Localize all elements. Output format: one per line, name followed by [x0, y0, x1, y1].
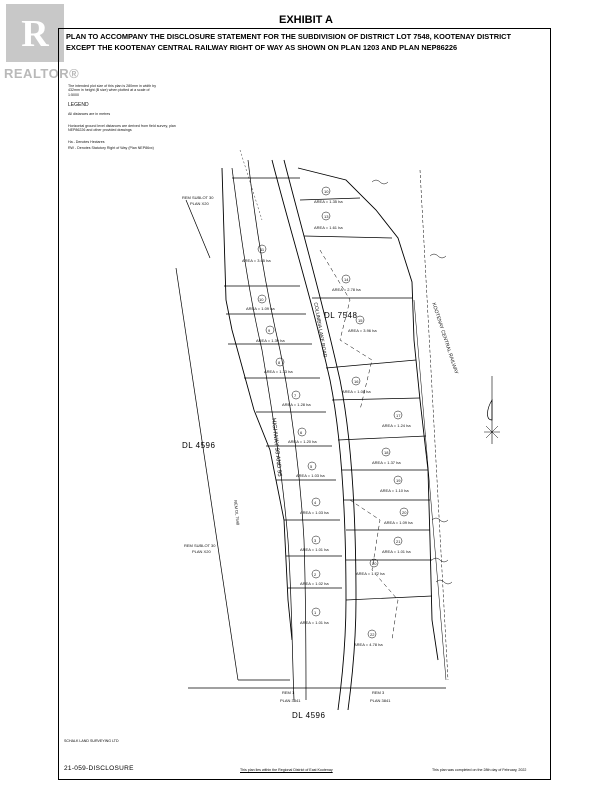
file-name: 21-059-DISCLOSURE	[64, 765, 134, 772]
scale-note: The intended plot size of this plan is 2…	[68, 84, 157, 97]
lot-number: 3	[314, 538, 317, 543]
lot-number: 6	[300, 430, 303, 435]
plan-title: PLAN TO ACCOMPANY THE DISCLOSURE STATEME…	[66, 32, 511, 52]
rem1-plan-label: PLAN 3841	[280, 698, 301, 703]
lot-area: AREA = 1.39 ha	[256, 338, 285, 343]
lot-area: AREA = 1.10 ha	[380, 488, 409, 493]
lot-number: 1	[314, 610, 317, 615]
exhibit-title: EXHIBIT A	[279, 14, 333, 26]
lot-number: 4	[314, 500, 317, 505]
district-note: This plan lies within the Regional Distr…	[240, 768, 333, 772]
lot-number: 9	[268, 328, 271, 333]
lot-area: AREA = 3.96 ha	[348, 328, 377, 333]
lot-area: AREA = 1.37 ha	[372, 460, 401, 465]
lot-number: 21	[396, 539, 401, 544]
lot-area: AREA = 2.78 ha	[332, 287, 361, 292]
realtor-watermark: R REALTOR®	[0, 0, 79, 86]
lot-area: AREA = 1.33 ha	[264, 369, 293, 374]
realtor-logo-icon: R	[6, 4, 64, 62]
lot-area: AREA = 3.65 ha	[242, 258, 271, 263]
lot-area: AREA = 1.01 ha	[300, 547, 329, 552]
lot-area: AREA = 1.01 ha	[382, 549, 411, 554]
lot-number: 10	[259, 297, 264, 302]
lot-number: 10	[324, 189, 329, 194]
lot-number: 20	[402, 510, 407, 515]
surveyor-name: SCHALK LAND SURVEYING LTD	[64, 739, 119, 743]
legend-title: LEGEND	[68, 102, 89, 108]
plan-frame	[58, 28, 551, 780]
rem-label: REM SUBLOT 30	[184, 543, 216, 548]
lot-number: 7	[294, 393, 297, 398]
lot-area: AREA = 1.03 ha	[300, 510, 329, 515]
lot-area: AREA = 1.24 ha	[382, 423, 411, 428]
legend-item: Ha - Denotes Hectares	[68, 140, 105, 144]
lot-area: AREA = 1.01 ha	[300, 620, 329, 625]
rem-label: REM SUBLOT 30	[182, 195, 214, 200]
rem1-label: REM 1	[282, 690, 295, 695]
lot-number: 20	[372, 561, 377, 566]
lot-number: 5	[310, 464, 313, 469]
lot-area: AREA = 1.09 ha	[384, 520, 413, 525]
lot-number: 18	[384, 450, 389, 455]
svg-text:R: R	[21, 13, 49, 55]
legend-item: Horizontal ground level distances are de…	[68, 124, 176, 133]
rem3-plan-label: PLAN 3841	[370, 698, 391, 703]
lot-area: AREA = 1.72 ha	[356, 571, 385, 576]
lot-area: AREA = 1.02 ha	[300, 581, 329, 586]
legend-item: All distances are in metres	[68, 112, 111, 116]
lot-number: 2	[314, 572, 317, 577]
lot-area: AREA = 1.20 ha	[288, 439, 317, 444]
lot-area: AREA = 1.09 ha	[246, 306, 275, 311]
dl-7548-label: DL 7548	[324, 311, 358, 320]
lot-area: AREA = 1.03 ha	[296, 473, 325, 478]
lot-area: AREA = 1.28 ha	[282, 402, 311, 407]
rem-plan-label: PLAN X20	[192, 549, 211, 554]
dl-4596-bottom-label: DL 4596	[292, 711, 326, 720]
lot-number: 17	[396, 413, 401, 418]
lot-number: 8	[278, 360, 281, 365]
lot-number: 11	[260, 247, 265, 252]
rem-plan-label: PLAN X20	[190, 201, 209, 206]
lot-number: 22	[370, 632, 375, 637]
realtor-watermark-text: REALTOR®	[4, 66, 80, 81]
dl-4596-left-label: DL 4596	[182, 441, 216, 450]
rem3-label: REM 3	[372, 690, 385, 695]
lot-number: 16	[354, 379, 359, 384]
lot-number: 19	[396, 478, 401, 483]
lot-area: AREA = 4.78 ha	[354, 642, 383, 647]
lot-number: 13	[324, 214, 329, 219]
lot-number: 14	[344, 277, 349, 282]
lot-area: AREA = 1.61 ha	[314, 225, 343, 230]
legend-item: RW - Denotes Statutory Right of Way (Pla…	[68, 146, 154, 150]
completion-note: This plan was completed on the 28th day …	[432, 768, 527, 772]
lot-number: 15	[358, 318, 363, 323]
lot-area: AREA = 1.35 ha	[314, 199, 343, 204]
lot-area: AREA = 1.08 ha	[342, 389, 371, 394]
